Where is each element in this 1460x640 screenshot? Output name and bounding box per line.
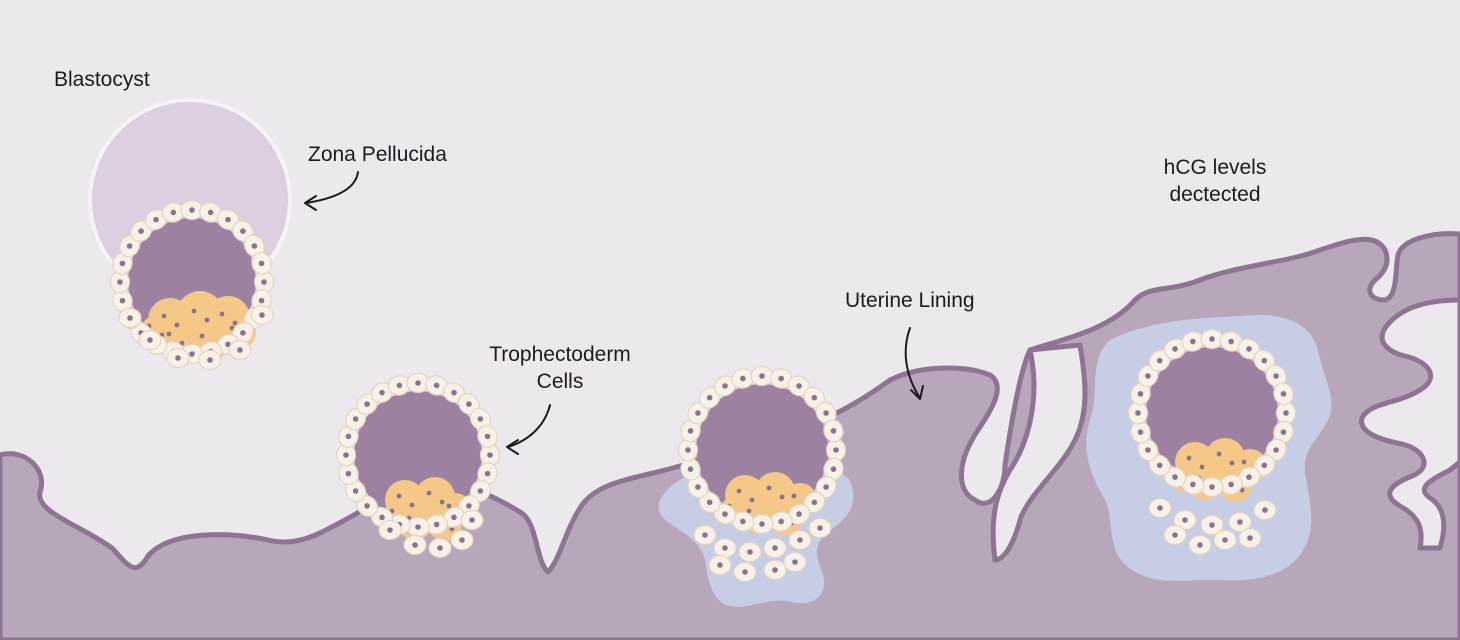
trophectoderm-cells-label: Trophectoderm Cells: [489, 343, 631, 393]
trophectoderm-ring: [109, 199, 275, 371]
blastocyst-hatching: [88, 98, 292, 371]
blastocyst-1-cells: [109, 199, 275, 371]
zona-pellucida-label: Zona Pellucida: [308, 143, 447, 166]
blastocyst-label: Blastocyst: [54, 68, 150, 91]
uterine-lining-label: Uterine Lining: [845, 289, 975, 312]
trophectoderm-ring: [335, 372, 501, 559]
blastocyst-implanted: [1086, 315, 1332, 581]
blastocyst-attaching: [335, 372, 501, 559]
blastocyst-3-cells: [677, 365, 847, 583]
zona-pellucida-arrow: [304, 171, 359, 211]
uterine-tissue: [0, 231, 1460, 640]
blastocyst-4-cells: [1127, 328, 1297, 556]
trophectoderm-ring: [677, 365, 847, 583]
trophectoderm-ring: [1127, 328, 1297, 556]
uterine-fold-cavity: [990, 342, 1088, 563]
trophectoderm-arrow: [506, 404, 551, 455]
uterine-gland-cavity: [1359, 297, 1460, 551]
uterine-lining-arrow: [904, 327, 924, 400]
blastocyst-invading: [658, 365, 854, 607]
blastocoel-cavity: [1146, 347, 1278, 479]
hcg-levels-label: hCG levels dectected: [1163, 156, 1267, 206]
